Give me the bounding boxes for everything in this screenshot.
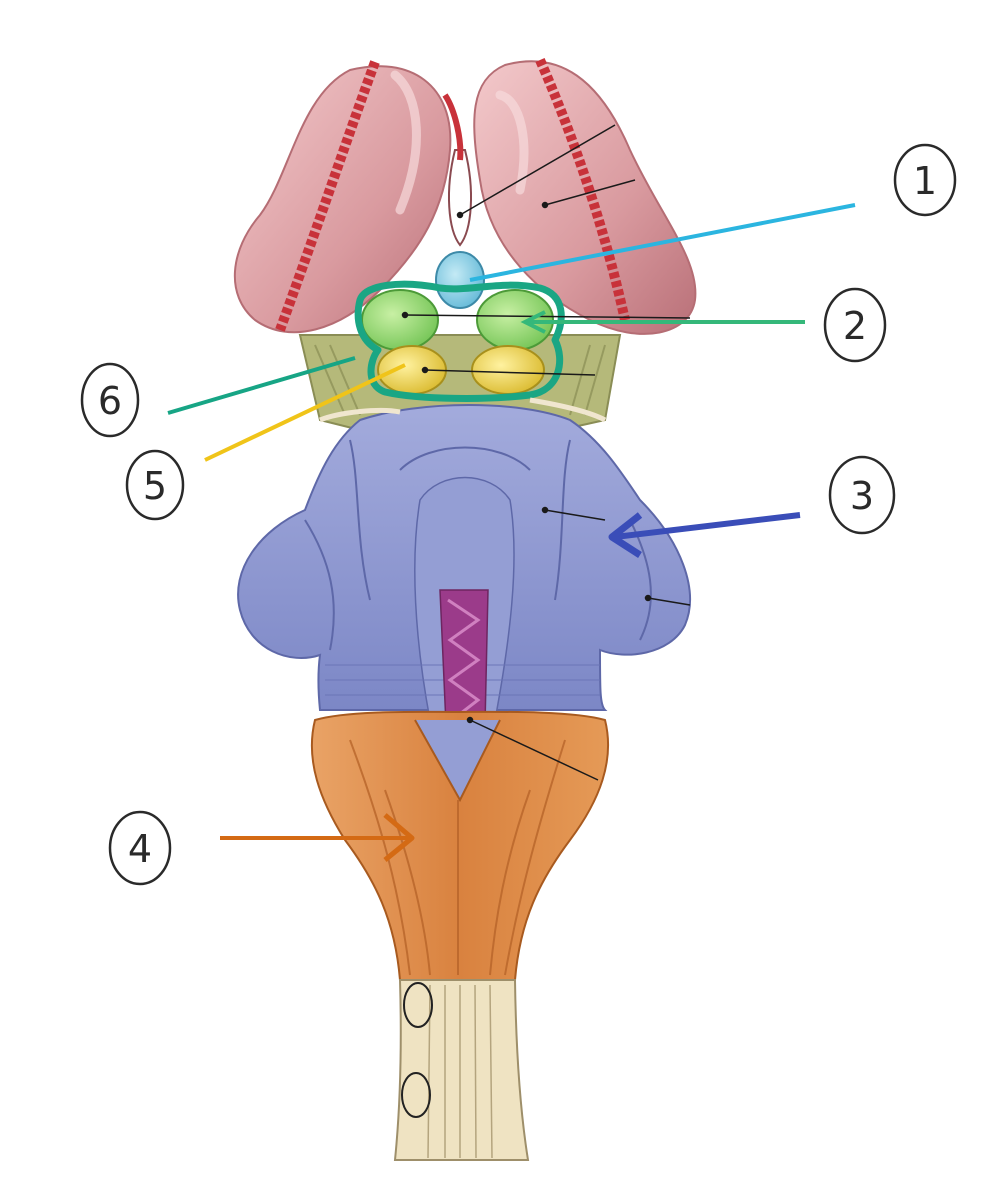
label-1-text: 1 <box>913 159 937 203</box>
label-2: 2 <box>823 287 887 363</box>
thalamus-left <box>234 60 452 334</box>
medulla <box>310 710 609 981</box>
middle-peduncle-left <box>304 519 335 651</box>
trochlear-nerve-right <box>529 397 607 423</box>
spinal-cord <box>393 979 530 1161</box>
midline-vessel <box>442 93 464 161</box>
midbrain-outline <box>354 280 565 402</box>
obex-notch <box>414 719 501 803</box>
arrow-6 <box>167 356 356 415</box>
label-6-text: 6 <box>98 379 122 423</box>
label-3-text: 3 <box>850 474 874 518</box>
spinal-stamp-lower <box>401 1072 431 1118</box>
label-4: 4 <box>108 810 172 886</box>
fourth-ventricle-rim <box>399 446 531 471</box>
label-5-text: 5 <box>143 464 167 508</box>
arrow-5 <box>204 363 406 462</box>
label-4-text: 4 <box>128 827 152 871</box>
arrow-4-head <box>383 813 415 862</box>
label-6: 6 <box>80 362 140 438</box>
midbrain-striations <box>314 344 606 416</box>
spinal-stamp-upper <box>403 982 433 1028</box>
label-2-text: 2 <box>843 304 867 348</box>
label-1: 1 <box>893 143 957 217</box>
trochlear-nerve-left <box>319 407 401 423</box>
third-ventricle <box>448 149 472 247</box>
arrow-3-head <box>608 512 643 558</box>
label-3: 3 <box>828 455 896 535</box>
spinal-cord-columns <box>427 984 493 1159</box>
superior-peduncle-left <box>349 439 371 601</box>
arrow-1 <box>469 203 856 282</box>
label-5: 5 <box>125 449 185 521</box>
superior-colliculus-left <box>361 289 439 351</box>
leader-lines <box>401 124 691 781</box>
thalamus-right <box>473 57 697 335</box>
inferior-colliculus-right <box>471 345 545 395</box>
arrow-2-head <box>520 310 546 334</box>
arrow-3 <box>614 512 801 540</box>
pineal-gland <box>435 251 485 309</box>
